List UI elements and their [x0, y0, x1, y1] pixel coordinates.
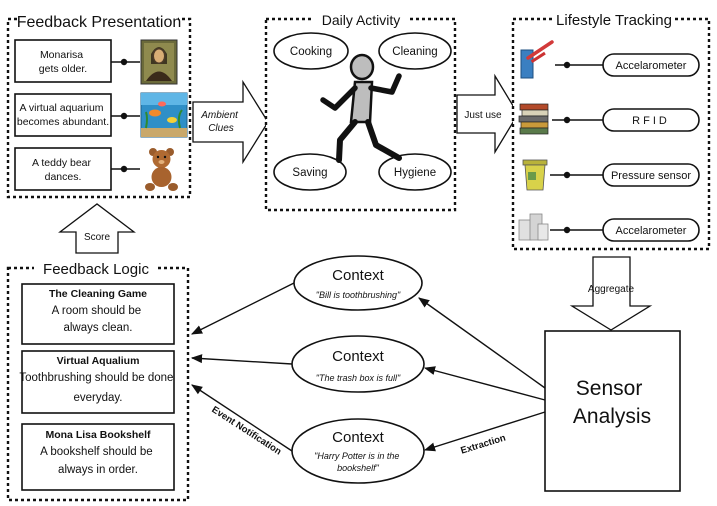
- svg-text:"The trash box is full": "The trash box is full": [316, 373, 401, 383]
- analysis-to-context-2-arrow: [423, 366, 546, 401]
- activity-hygiene: [378, 153, 452, 191]
- teddy-bear-icon: [145, 148, 178, 191]
- svg-text:Aggregate: Aggregate: [588, 284, 635, 295]
- context-toothbrushing: Context "Bill is toothbrushing": [293, 255, 423, 311]
- svg-text:A virtual aquarium becom: A virtual aquarium becomes abundant.: [17, 102, 109, 128]
- feedback-logic-panel: Feedback Logic The Cleaning Game A room …: [6, 257, 190, 502]
- game-cleaning: [21, 283, 175, 345]
- svg-text:Ambient Clues: Ambient Clues: [200, 110, 240, 134]
- svg-text:A room should be always: A room should be always clean.: [52, 305, 145, 334]
- svg-text:Virtual Aqualium: Virtual Aqualium: [57, 355, 140, 367]
- cooking-pots-icon: [518, 213, 549, 241]
- event-notification-label: Event Notification: [209, 404, 283, 457]
- sensor-accelerometer-1: [602, 53, 700, 77]
- monalisa-painting-icon: [140, 39, 178, 85]
- presentation-item-aquarium: [14, 93, 112, 137]
- svg-text:A bookshelf should be al: A bookshelf should be always in order.: [40, 446, 156, 476]
- trash-bin-icon: [522, 159, 548, 191]
- svg-text:RFID: RFID: [632, 115, 670, 127]
- svg-text:Toothbrushing should be done: Toothbrushing should be done everyday.: [19, 372, 176, 404]
- feedback-presentation-panel: Feedback Presentation Monarisa gets olde…: [6, 9, 192, 199]
- context-3-to-logic-arrow: [191, 384, 293, 452]
- running-person-icon: [320, 53, 402, 163]
- svg-text:Sensor Analysis: Sensor Analysis: [573, 377, 651, 428]
- svg-text:Monarisa gets older.: Monarisa gets older.: [39, 49, 87, 75]
- sensor-rfid: [602, 108, 700, 132]
- toothbrush-cup-icon: [520, 40, 554, 79]
- lifestyle-tracking-title: Lifestyle Tracking: [556, 12, 672, 29]
- game-virtual-aquarium: [21, 350, 175, 414]
- aggregate-arrow: Aggregate: [569, 256, 653, 331]
- svg-text:Hygiene: Hygiene: [394, 167, 436, 179]
- context-1-to-logic-arrow: [190, 282, 295, 335]
- daily-activity-title: Daily Activity: [322, 12, 401, 28]
- analysis-to-context-3-arrow: [423, 411, 546, 452]
- ambient-cues-arrow: Ambient Clues: [192, 79, 269, 165]
- score-arrow: Score: [58, 203, 136, 254]
- presentation-item-teddy-bear: [14, 147, 112, 191]
- context-harry-potter: Context "Harry Potter is in the bookshel…: [291, 418, 425, 484]
- activity-cooking: [273, 32, 349, 70]
- book-stack-icon: [518, 103, 549, 135]
- svg-text:Saving: Saving: [292, 167, 327, 179]
- svg-text:The Cleaning Game: The Cleaning Game: [49, 288, 147, 300]
- svg-text:Context: Context: [332, 267, 385, 284]
- svg-text:Score: Score: [84, 232, 111, 243]
- sensor-pressure: [602, 163, 700, 187]
- presentation-item-monalisa: [14, 39, 112, 83]
- sensor-analysis-box: Sensor Analysis: [544, 330, 681, 492]
- svg-text:Pressure sensor: Pressure sensor: [611, 170, 691, 182]
- svg-text:Context: Context: [332, 348, 385, 365]
- svg-text:Context: Context: [332, 429, 385, 446]
- sensor-accelerometer-2: [602, 218, 700, 242]
- daily-activity-panel: Daily Activity Cooking Cleaning Saving H…: [264, 9, 457, 212]
- game-mona-lisa-bookshelf: [21, 423, 175, 491]
- svg-text:"Bill is toothbrushing": "Bill is toothbrushing": [316, 290, 401, 300]
- svg-text:Accelarometer: Accelarometer: [616, 225, 687, 237]
- just-use-arrow: Just use: [456, 73, 519, 155]
- aquarium-icon: [140, 92, 188, 138]
- svg-text:Cooking: Cooking: [290, 46, 332, 58]
- svg-text:"Harry Potter is in the: "Harry Potter is in the bookshelf": [314, 451, 402, 473]
- lifestyle-tracking-panel: Lifestyle Tracking Accelarometer RFID: [511, 8, 711, 251]
- context-trash-box: Context "The trash box is full": [291, 335, 425, 393]
- svg-text:Mona Lisa Bookshelf: Mona Lisa Bookshelf: [45, 429, 151, 441]
- svg-text:A teddy bear dances.: A teddy bear dances.: [32, 157, 94, 183]
- activity-cleaning: [378, 32, 452, 70]
- feedback-logic-title: Feedback Logic: [43, 261, 149, 278]
- svg-text:Accelarometer: Accelarometer: [616, 60, 687, 72]
- analysis-to-context-1-arrow: [418, 297, 546, 389]
- svg-text:Just use: Just use: [464, 110, 502, 121]
- activity-saving: [273, 153, 347, 191]
- context-2-to-logic-arrow: [190, 354, 293, 365]
- svg-text:Cleaning: Cleaning: [392, 46, 437, 58]
- feedback-presentation-title: Feedback Presentation: [17, 14, 182, 31]
